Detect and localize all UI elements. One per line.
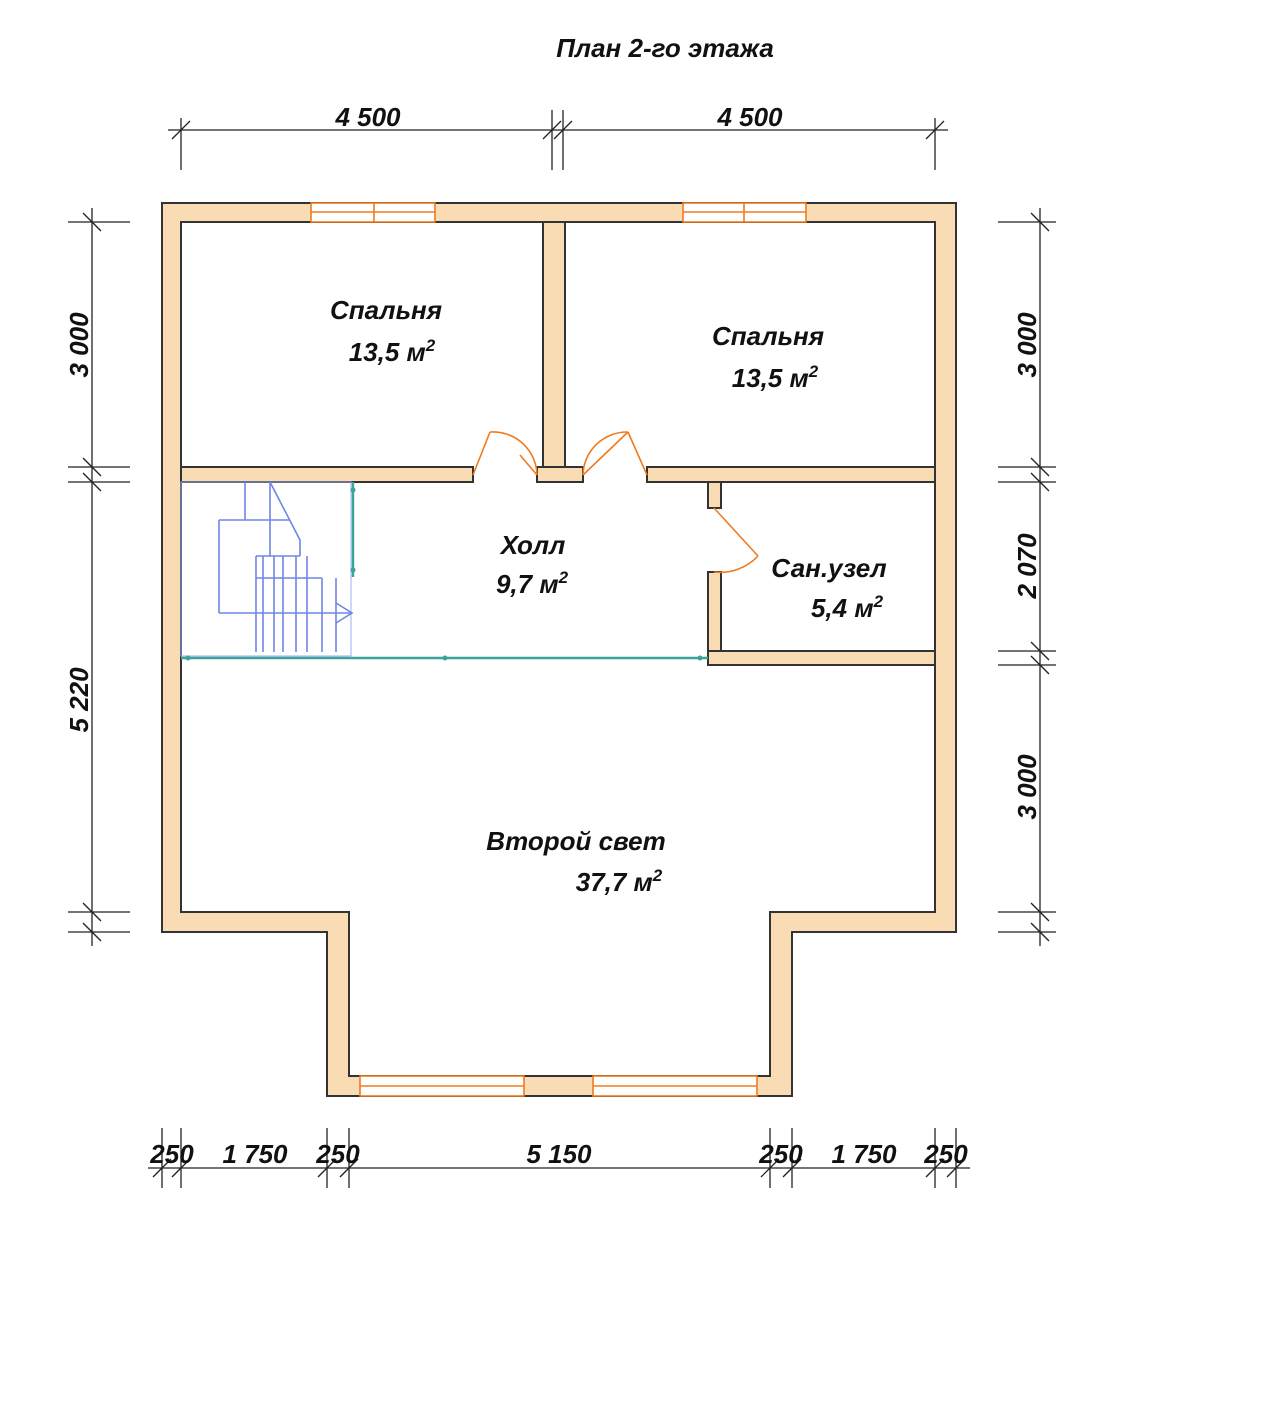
dimension-label: 2 070 <box>1012 533 1042 600</box>
room-name: Второй свет <box>486 826 665 856</box>
room-name: Сан.узел <box>771 553 886 583</box>
railings <box>181 482 708 661</box>
interior-walls <box>180 221 936 666</box>
dimension-label: 250 <box>923 1139 968 1169</box>
dimension-label: 1 750 <box>831 1139 897 1169</box>
staircase <box>180 481 354 657</box>
dimension-label: 5 220 <box>64 667 94 733</box>
dimension-label: 3 000 <box>1012 754 1042 820</box>
dimension-right: 3 000 2 070 3 000 <box>998 208 1056 946</box>
doors <box>472 431 759 574</box>
dimension-label: 3 000 <box>64 312 94 378</box>
room-area: 37,7 м2 <box>576 866 663 897</box>
room-area: 13,5 м2 <box>349 336 436 367</box>
dimension-bottom: 250 1 750 250 5 150 250 1 750 250 <box>148 1128 970 1188</box>
room-name: Холл <box>499 530 566 560</box>
windows <box>310 202 807 1097</box>
plan-title: План 2-го этажа <box>556 33 774 63</box>
room-name: Спальня <box>712 321 824 351</box>
room-area: 13,5 м2 <box>732 362 819 393</box>
dimension-label: 3 000 <box>1012 312 1042 378</box>
dimension-label: 1 750 <box>222 1139 288 1169</box>
room-area: 5,4 м2 <box>811 592 884 623</box>
dimension-label: 4 500 <box>716 102 783 132</box>
room-area: 9,7 м2 <box>496 568 569 599</box>
dimension-label: 250 <box>315 1139 360 1169</box>
dimension-label: 250 <box>758 1139 803 1169</box>
room-name: Спальня <box>330 295 442 325</box>
dimension-label: 5 150 <box>526 1139 592 1169</box>
dimension-left: 3 000 5 220 <box>64 208 130 946</box>
dimension-top: 4 500 4 500 <box>168 102 948 170</box>
dimension-label: 4 500 <box>334 102 401 132</box>
outer-walls <box>161 202 957 1097</box>
dimension-label: 250 <box>149 1139 194 1169</box>
room-labels: Спальня 13,5 м2 Спальня 13,5 м2 Холл 9,7… <box>330 295 887 897</box>
